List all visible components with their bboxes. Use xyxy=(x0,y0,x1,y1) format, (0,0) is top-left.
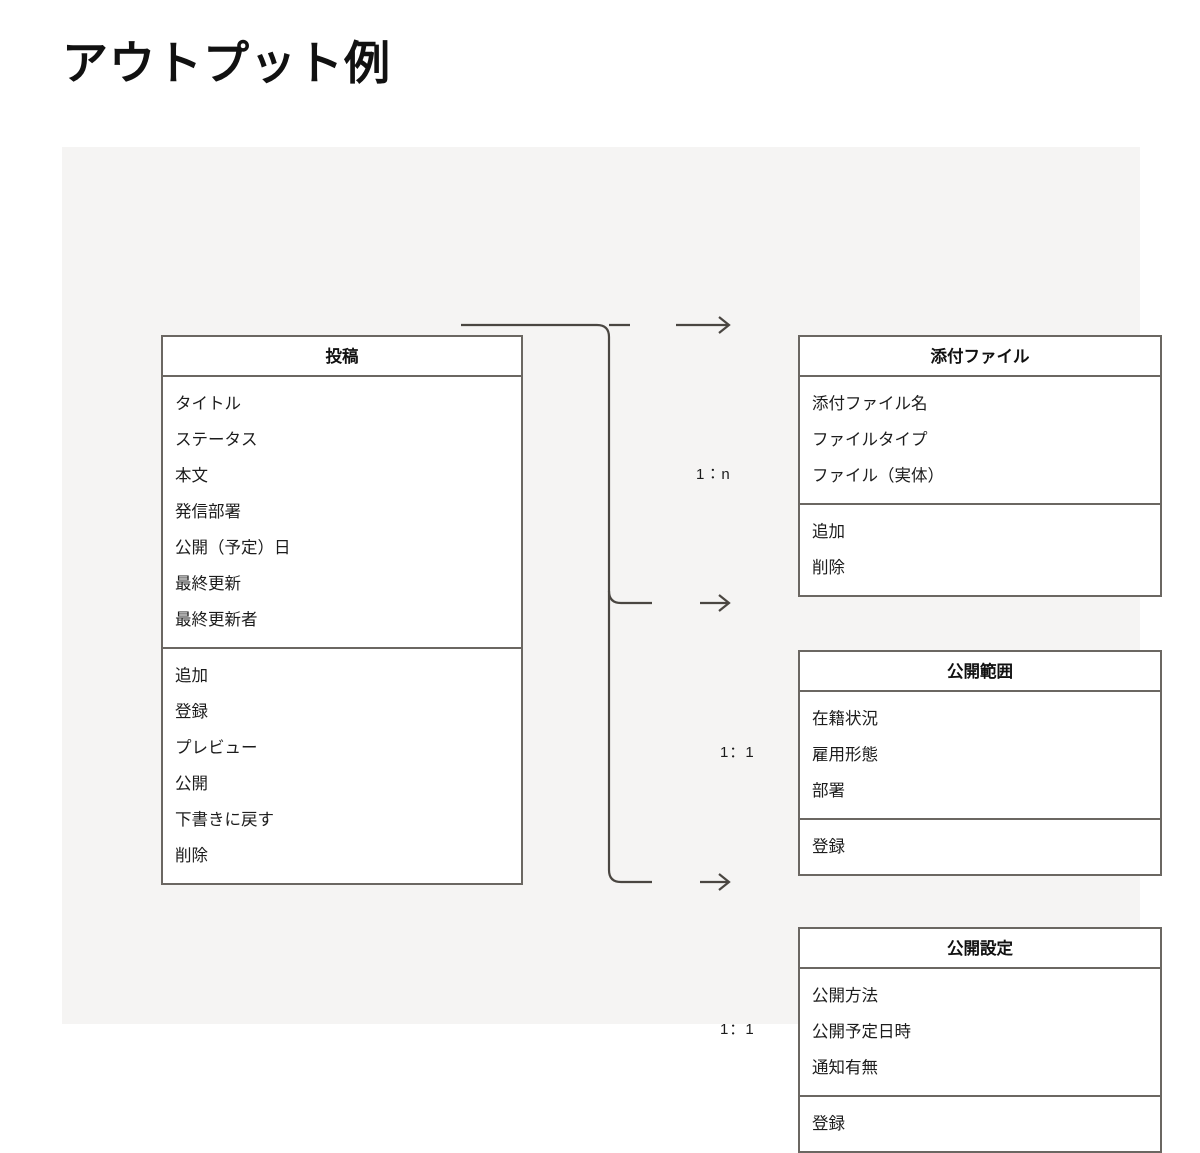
attribute-row: ファイルタイプ xyxy=(812,431,928,449)
class-methods-scope: 登録 xyxy=(800,820,1160,874)
attribute-row: ステータス xyxy=(175,431,258,449)
method-row: 登録 xyxy=(175,703,208,721)
method-row: 公開 xyxy=(175,775,208,793)
attribute-row: 公開方法 xyxy=(812,987,878,1005)
class-title-publish-setting: 公開設定 xyxy=(800,929,1160,969)
connector-trunk xyxy=(596,323,622,884)
class-attributes-publish-setting: 公開方法 公開予定日時 通知有無 xyxy=(800,969,1160,1097)
method-row: プレビュー xyxy=(175,739,258,757)
relation-label-post-attachment: 1：n xyxy=(696,466,731,483)
connector-branch-scope xyxy=(607,590,652,605)
attribute-row: 発信部署 xyxy=(175,503,241,521)
page-title: アウトプット例 xyxy=(62,37,391,89)
attribute-row: 部署 xyxy=(812,782,845,800)
attribute-row: 最終更新者 xyxy=(175,611,258,629)
class-box-attachment[interactable]: 添付ファイル 添付ファイル名 ファイルタイプ ファイル（実体） 追加 削除 xyxy=(798,335,1162,597)
class-box-scope[interactable]: 公開範囲 在籍状況 雇用形態 部署 登録 xyxy=(798,650,1162,876)
class-title-attachment: 添付ファイル xyxy=(800,337,1160,377)
class-box-post[interactable]: 投稿 タイトル ステータス 本文 発信部署 公開（予定）日 最終更新 最終更新者… xyxy=(161,335,523,885)
method-row: 登録 xyxy=(812,1115,845,1133)
attribute-row: 公開（予定）日 xyxy=(175,539,291,557)
attribute-row: 本文 xyxy=(175,467,208,485)
class-attributes-scope: 在籍状況 雇用形態 部署 xyxy=(800,692,1160,820)
attribute-row: 最終更新 xyxy=(175,575,241,593)
method-row: 登録 xyxy=(812,838,845,856)
class-title-post: 投稿 xyxy=(163,337,521,377)
class-title-scope: 公開範囲 xyxy=(800,652,1160,692)
class-methods-publish-setting: 登録 xyxy=(800,1097,1160,1151)
method-row: 削除 xyxy=(812,559,845,577)
class-methods-post: 追加 登録 プレビュー 公開 下書きに戻す 削除 xyxy=(163,649,521,883)
attribute-row: 公開予定日時 xyxy=(812,1023,911,1041)
attribute-row: 在籍状況 xyxy=(812,710,878,728)
arrowhead-scope xyxy=(718,594,731,612)
relation-label-post-publish: 1：1 xyxy=(720,1021,755,1038)
arrowhead-attachment xyxy=(718,316,731,334)
arrowhead-publish xyxy=(718,873,731,891)
attribute-row: 通知有無 xyxy=(812,1059,878,1077)
method-row: 追加 xyxy=(175,667,208,685)
class-box-publish-setting[interactable]: 公開設定 公開方法 公開予定日時 通知有無 登録 xyxy=(798,927,1162,1153)
class-methods-attachment: 追加 削除 xyxy=(800,505,1160,595)
method-row: 削除 xyxy=(175,847,208,865)
diagram-panel: 1：n 1：1 1：1 投稿 タイトル ステータス 本文 発信部署 公開（予定）… xyxy=(62,147,1162,1153)
attribute-row: タイトル xyxy=(175,395,241,413)
method-row: 下書きに戻す xyxy=(175,811,274,829)
class-attributes-attachment: 添付ファイル名 ファイルタイプ ファイル（実体） xyxy=(800,377,1160,505)
attribute-row: ファイル（実体） xyxy=(812,467,944,485)
class-attributes-post: タイトル ステータス 本文 発信部署 公開（予定）日 最終更新 最終更新者 xyxy=(163,377,521,649)
attribute-row: 添付ファイル名 xyxy=(812,395,928,413)
attribute-row: 雇用形態 xyxy=(812,746,878,764)
method-row: 追加 xyxy=(812,523,845,541)
relation-label-post-scope: 1：1 xyxy=(720,744,755,761)
